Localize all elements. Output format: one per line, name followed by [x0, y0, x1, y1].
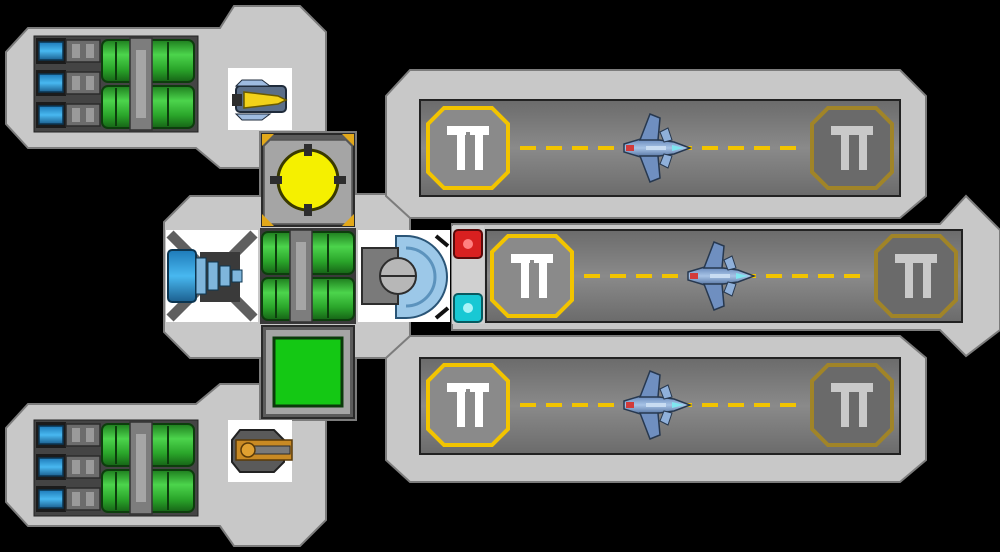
hangar-pad-icon	[426, 106, 510, 190]
thruster-icon	[35, 421, 101, 513]
cannon-icon	[231, 429, 293, 473]
reactor-core-icon	[262, 134, 354, 226]
lower-thruster-assembly[interactable]	[33, 419, 199, 517]
shield-generator[interactable]	[358, 230, 450, 322]
upper-thruster-assembly[interactable]	[33, 35, 199, 133]
hangar-pad-icon	[426, 363, 510, 447]
reactor-room[interactable]	[261, 133, 355, 227]
main-engine-icon	[166, 230, 258, 322]
main-engine[interactable]	[166, 230, 258, 322]
shield-generator-icon	[361, 234, 450, 320]
hangar-pad-icon	[810, 106, 894, 190]
central-fuel-room[interactable]	[260, 228, 356, 324]
medbay-room[interactable]	[261, 325, 355, 419]
thruster-icon	[35, 37, 101, 129]
hangar-top[interactable]	[419, 99, 901, 197]
missile-launcher[interactable]	[228, 68, 292, 130]
missile-launcher-icon	[232, 79, 288, 121]
red-door-button-icon[interactable]	[453, 229, 483, 259]
hangar-middle[interactable]	[485, 229, 963, 323]
hangar-bottom[interactable]	[419, 357, 901, 455]
hangar-pad-icon	[810, 363, 894, 447]
cannon-weapon[interactable]	[228, 420, 293, 482]
door-control-panel	[452, 226, 484, 324]
cyan-door-button-icon[interactable]	[453, 293, 483, 323]
hangar-pad-icon	[490, 234, 574, 318]
hangar-pad-icon	[874, 234, 958, 318]
